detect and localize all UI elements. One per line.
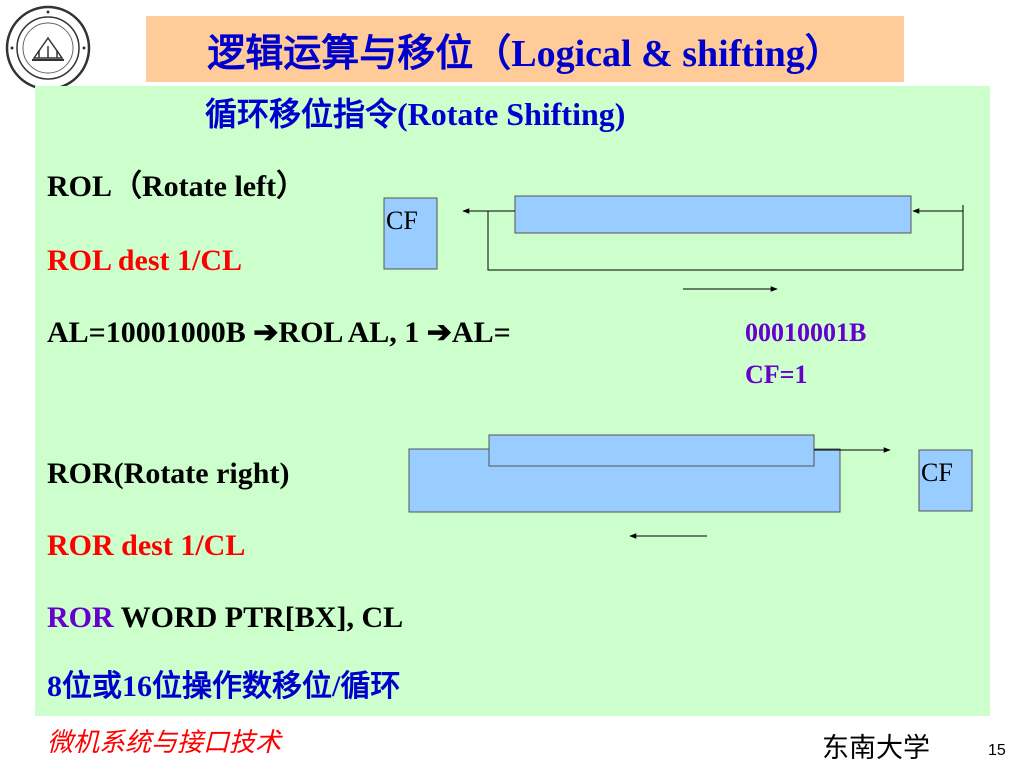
ror-example: ROR WORD PTR[BX], CL (47, 603, 403, 633)
ror-cf-box (918, 449, 973, 512)
title-banner: 逻辑运算与移位（Logical & shifting） (146, 16, 904, 82)
ror-cf-label: CF (921, 458, 953, 487)
content-panel (35, 86, 990, 716)
university-seal-logo (5, 5, 91, 91)
rol-result-cf: CF=1 (745, 360, 808, 389)
rol-example: AL=10001000B ➔ROL AL, 1 ➔AL= (47, 316, 511, 349)
operand-note: 8位或16位操作数移位/循环 (47, 670, 401, 703)
rol-cf-box (383, 197, 438, 270)
rol-result-value: 00010001B (745, 318, 867, 347)
page-number: 15 (988, 742, 1006, 759)
ror-example-operands: WORD PTR[BX], CL (113, 601, 404, 634)
rol-syntax: ROL dest 1/CL (47, 244, 243, 277)
rol-heading: ROL（Rotate left） (47, 170, 307, 203)
section-subtitle: 循环移位指令(Rotate Shifting) (205, 96, 626, 132)
ror-diagram: CF (408, 434, 973, 539)
rol-cf-label: CF (386, 206, 418, 235)
ror-example-mnemonic: ROR (47, 601, 114, 634)
rol-diagram: CF (383, 195, 964, 292)
ror-register (488, 434, 815, 467)
ror-heading: ROR(Rotate right) (47, 457, 290, 490)
rol-loop-line (487, 205, 964, 271)
rol-register (514, 195, 912, 234)
footer-university: 东南大学 (822, 733, 930, 764)
slide-title: 逻辑运算与移位（Logical & shifting） (207, 32, 843, 75)
footer-course-name: 微机系统与接口技术 (47, 728, 282, 758)
ror-syntax: ROR dest 1/CL (47, 529, 246, 562)
